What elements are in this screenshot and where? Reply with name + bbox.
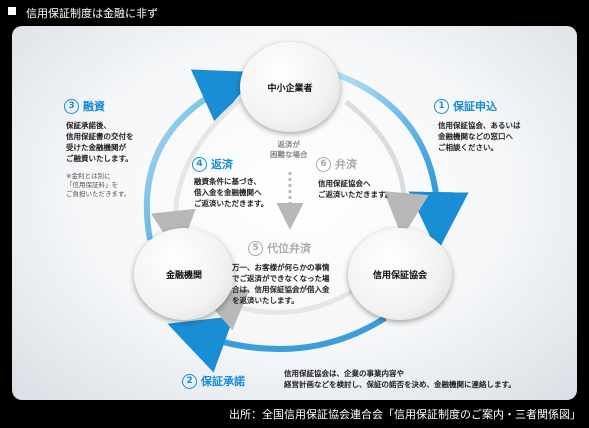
step-6-label: 弁済	[335, 158, 357, 171]
step-3-note: ※金利とは別に 「信用保証料」を ご負担いただきます。	[66, 172, 131, 198]
step-3-description: 保証承諾後、 信用保証書の交付を 受けた金融機関が ご融資いたします。	[66, 121, 134, 163]
arrow-3-loan	[143, 69, 258, 241]
step-5-label: 代位弁済	[267, 242, 311, 255]
step-4-label: 返済	[211, 158, 233, 171]
node-bank: 金融機関	[134, 228, 234, 320]
step-3-label: 融資	[83, 100, 105, 113]
step-6-description: 信用保証協会へ ご返済いただきます。	[318, 179, 393, 199]
step-2-number-icon: 2	[182, 373, 197, 389]
step-4-number-icon: 4	[192, 156, 207, 172]
node-sme: 中小企業者	[240, 42, 340, 132]
step-2-description: 信用保証協会は、企業の事業内容や 経営計画などを検討し、保証の諾否を決め、金融機…	[284, 369, 516, 389]
step-3-number-icon: 3	[64, 98, 79, 114]
node-bank-label: 金融機関	[165, 270, 202, 281]
source-credit: 出所：全国信用保証協会連合会「信用保証制度のご案内・三者関係図」	[229, 408, 581, 421]
step-2-heading: 2 保証承諾	[182, 373, 245, 389]
arrow-4-repay	[151, 98, 242, 256]
step-4-description: 融資条件に基づき、 借入金を金融機関へ ご返済いただきます。	[194, 177, 269, 208]
step-1-number-icon: 1	[434, 98, 449, 114]
arrow-6-reimburse	[344, 100, 429, 238]
step-6-heading: 6 弁済	[316, 156, 357, 172]
step-5-heading: 5 代位弁済	[248, 240, 311, 256]
page-title: 信用保証制度は金融に非ず	[26, 7, 158, 20]
step-1-description: 信用保証協会、あるいは 金融機関などの窓口へ ご相談ください。	[438, 121, 521, 152]
step-1-heading: 1 保証申込	[434, 98, 497, 114]
square-bullet-icon	[8, 7, 16, 15]
node-sme-label: 中小企業者	[267, 83, 313, 94]
arrow-5-subrogation	[199, 285, 360, 331]
arrow-1-application	[329, 69, 469, 252]
header-bar: 信用保証制度は金融に非ず	[0, 0, 589, 24]
node-guarantee: 信用保証協会	[348, 228, 452, 320]
step-3-heading: 3 融資	[64, 98, 105, 114]
step-1-label: 保証申込	[453, 100, 497, 113]
step-2-label: 保証承諾	[201, 375, 245, 388]
node-guarantee-label: 信用保証協会	[372, 270, 427, 281]
arrow-2-approval	[167, 315, 387, 373]
step-5-number-icon: 5	[248, 240, 263, 256]
step-4-heading: 4 返済	[192, 156, 233, 172]
difficult-repay-label: 返済が 困難な場合	[270, 140, 308, 159]
step-6-number-icon: 6	[316, 156, 331, 172]
step-5-description: 万一、お客様が何らかの事情 でご返済ができなくなった場 合は、信用保証協会が借入…	[232, 263, 330, 305]
